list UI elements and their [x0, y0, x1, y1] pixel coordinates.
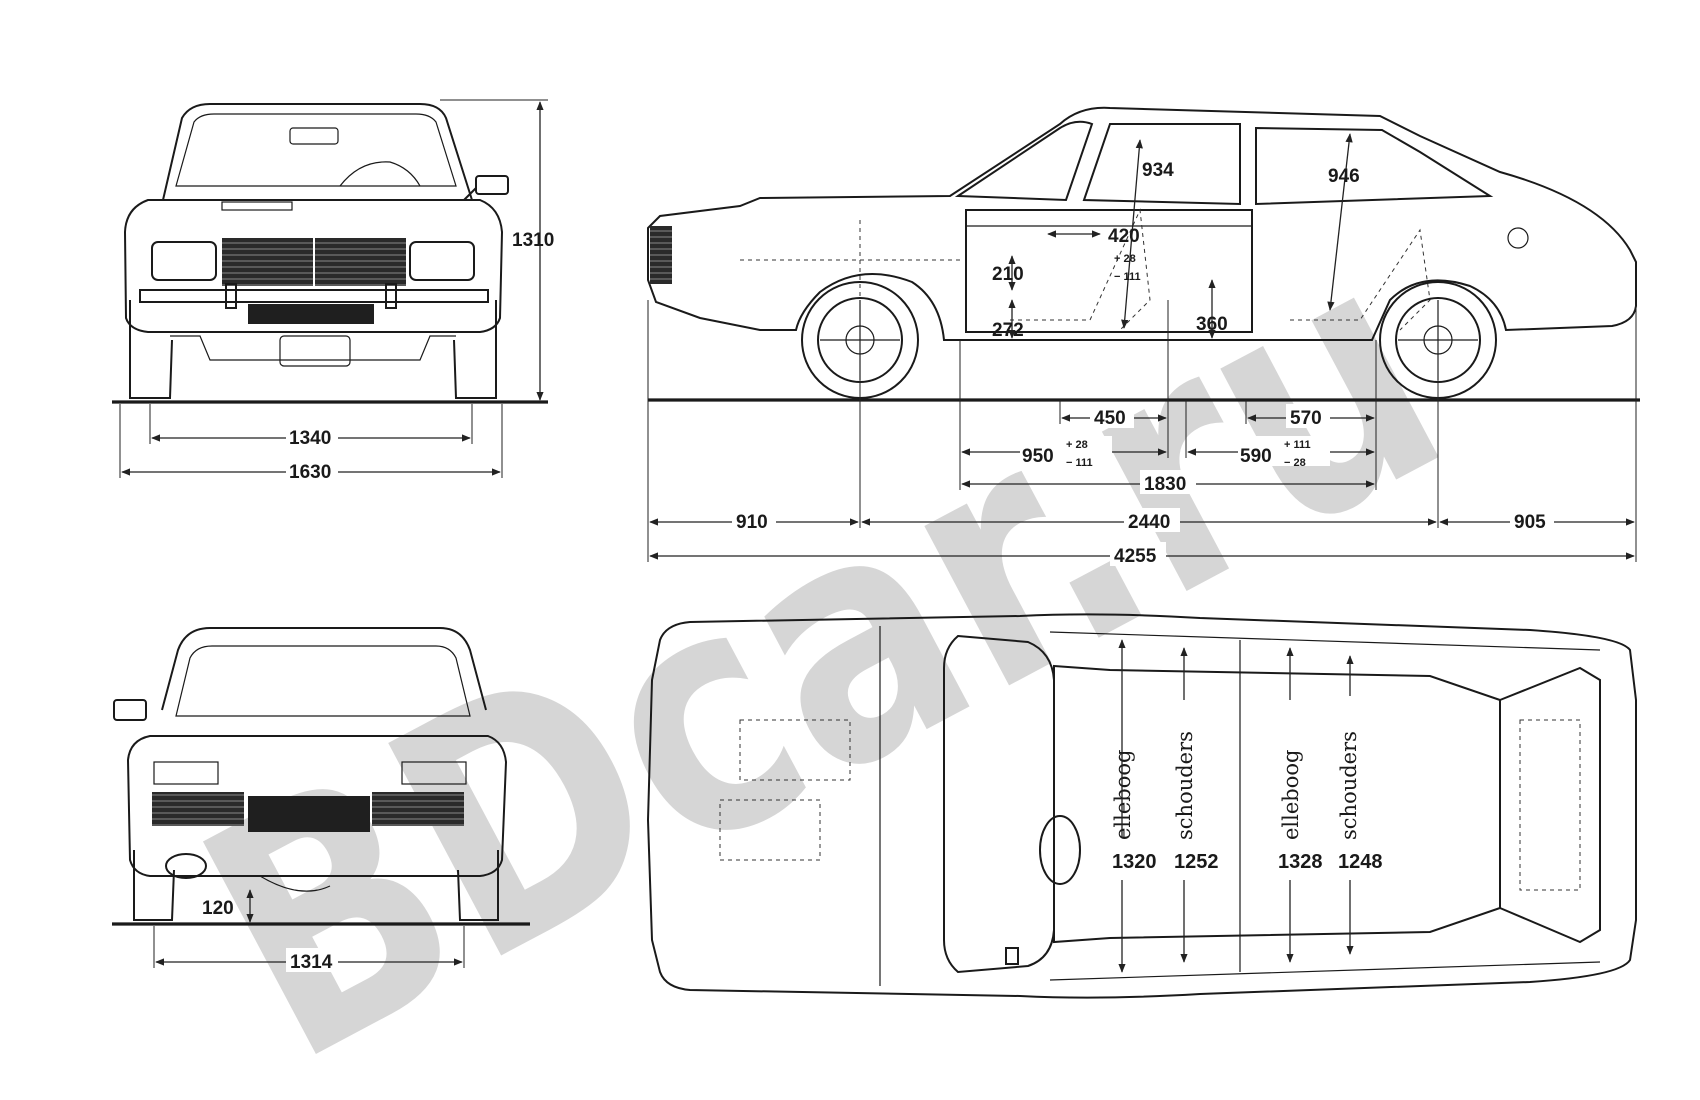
front-track-label: 1340 [289, 428, 331, 449]
side-front-window [954, 120, 1094, 202]
steering-wheel-icon [339, 161, 421, 187]
rear-shoulder-label: schouders [1337, 731, 1361, 840]
seat-travel-plus: + 28 [1114, 253, 1136, 265]
rear-window [175, 645, 471, 717]
side-view: 934 946 420 + 28 − 111 210 272 360 450 5… [647, 106, 1640, 567]
rear-elbow-value: 1328 [1278, 851, 1323, 873]
rear-elbow-label: elleboog [1279, 750, 1303, 840]
rear-roof-outline [161, 627, 487, 711]
side-door-window [1082, 123, 1241, 206]
front-body [123, 199, 504, 333]
dim-590-label: 590 [1240, 446, 1272, 467]
top-rear-hatch [1499, 666, 1601, 944]
front-elbow-label: elleboog [1111, 750, 1135, 840]
front-width-label: 1630 [289, 462, 331, 483]
front-roof-outline [162, 103, 473, 201]
headroom-rear-label: 946 [1328, 166, 1360, 187]
dim-450-label: 450 [1094, 408, 1126, 429]
rear-body [126, 735, 508, 877]
front-left-wheel [129, 300, 173, 399]
exhaust-icon [165, 853, 207, 879]
dim-950-minus: − 111 [1066, 457, 1093, 469]
front-view: 1310 1340 1630 [112, 99, 554, 483]
rear-seat-height-label: 360 [1196, 314, 1228, 335]
rear-view: 120 1314 [112, 627, 530, 973]
side-door [965, 209, 1253, 333]
front-height-label: 1310 [512, 230, 554, 251]
rear-shoulder-value: 1248 [1338, 851, 1383, 873]
front-windshield [175, 113, 457, 187]
rear-wing-mirror-icon [113, 699, 147, 721]
rear-left-taillight-icon [152, 792, 244, 826]
front-bonnet-vent [221, 201, 293, 211]
top-windshield [943, 634, 1055, 974]
wheelbase-label: 2440 [1128, 512, 1170, 533]
rearview-mirror-icon [289, 127, 339, 145]
ground-clearance-label: 120 [202, 898, 234, 919]
side-front-grille [650, 226, 672, 284]
left-headlight-icon [151, 241, 217, 281]
seat-travel-label: 420 [1108, 226, 1140, 247]
rear-track-label: 1314 [290, 952, 333, 973]
dim-570-label: 570 [1290, 408, 1322, 429]
side-body-outline [647, 106, 1637, 341]
front-shoulder-value: 1252 [1174, 851, 1219, 873]
front-overhang-label: 910 [736, 512, 768, 533]
side-rear-window [1255, 126, 1494, 206]
floor-height-label: 272 [992, 320, 1024, 341]
top-view: elleboog schouders elleboog schouders 13… [646, 613, 1637, 999]
top-body-outline [646, 613, 1637, 999]
headroom-front-label: 934 [1142, 160, 1174, 181]
top-mirror-icon [1005, 947, 1019, 965]
front-bumper [139, 289, 489, 303]
top-steering-wheel-icon [1039, 815, 1081, 885]
rear-overhang-label: 905 [1514, 512, 1546, 533]
dim-950-label: 950 [1022, 446, 1054, 467]
overall-length-label: 4255 [1114, 546, 1157, 567]
front-license-plate [248, 304, 374, 324]
front-wing-mirror-icon [475, 175, 509, 195]
front-shoulder-label: schouders [1173, 731, 1197, 840]
seat-height-label: 210 [992, 264, 1024, 285]
dim-590-minus: − 28 [1284, 457, 1306, 469]
rear-right-wheel [457, 850, 499, 921]
right-headlight-icon [409, 241, 475, 281]
rear-license-plate [248, 796, 370, 832]
rear-left-wheel [133, 850, 175, 921]
interior-length-label: 1830 [1144, 474, 1186, 495]
front-elbow-value: 1320 [1112, 851, 1157, 873]
seat-travel-minus: − 111 [1114, 271, 1141, 283]
dim-590-plus: + 111 [1284, 439, 1311, 451]
dim-950-plus: + 28 [1066, 439, 1088, 451]
fuel-cap-icon [1507, 227, 1529, 249]
front-right-wheel [453, 300, 497, 399]
rear-right-taillight-icon [372, 792, 464, 826]
